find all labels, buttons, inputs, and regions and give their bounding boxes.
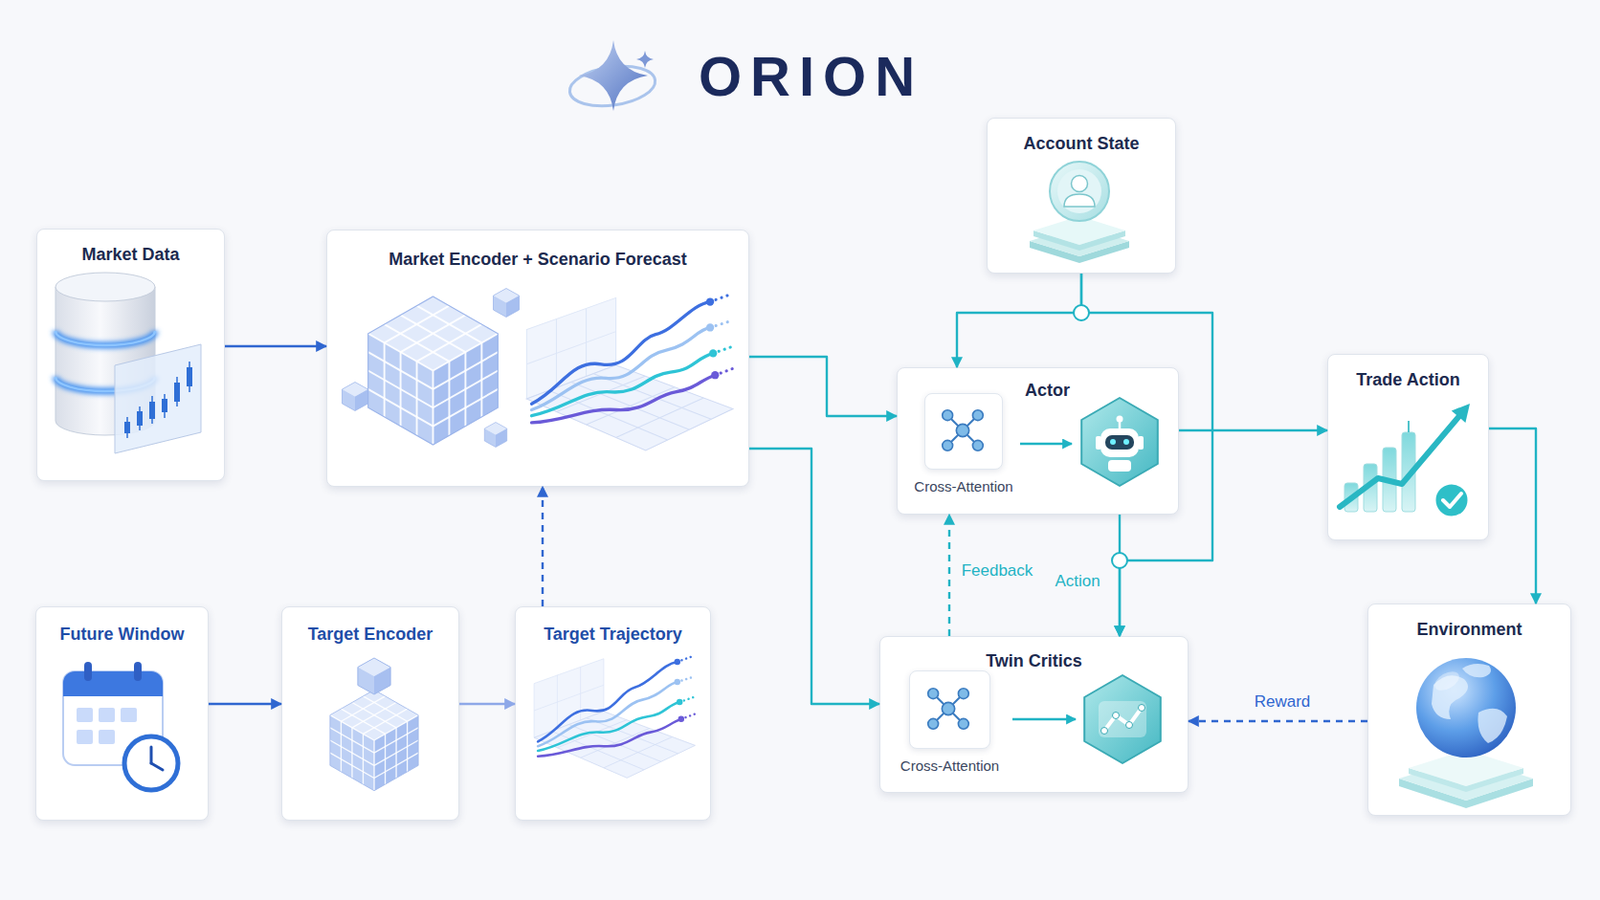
account-icon [1029, 161, 1130, 264]
junction-dot [1073, 305, 1089, 321]
value-hexagon [1084, 675, 1161, 764]
connector-arrow [1178, 429, 1328, 432]
node-heading: Account State [987, 133, 1176, 155]
connector-arrow [224, 345, 327, 348]
connector-arrow [1488, 428, 1536, 604]
trajectory-box: Target Trajectory [514, 606, 712, 822]
critic-box: Twin CriticsCross-Attention [879, 636, 1189, 794]
node-heading: Trade Action [1328, 370, 1489, 391]
connector-arrow [1081, 273, 1213, 637]
junction-dot [1111, 553, 1128, 569]
connector-arrow [459, 703, 515, 706]
node-heading: Twin Critics [880, 651, 1188, 672]
edge-label: Action [1054, 572, 1100, 592]
connector-arrow [956, 273, 1082, 368]
internal-arrow [1012, 718, 1076, 722]
node-heading: Market Encoder + Scenario Forecast [327, 249, 749, 270]
node-heading: Environment [1368, 620, 1571, 641]
node-heading: Market Data [37, 244, 224, 266]
cross-attention-icon [928, 688, 970, 731]
globe-icon [1399, 658, 1534, 809]
calendar-icon [63, 662, 178, 791]
node-heading: Target Encoder [282, 624, 459, 645]
data-source-box: Market Data [36, 228, 225, 482]
orion-logo [567, 40, 659, 112]
connector-arrow [749, 356, 897, 417]
trade-chart-icon [1339, 403, 1470, 518]
account-state-box: Account State [986, 117, 1177, 274]
diagram-title: ORION [698, 44, 924, 109]
connector-arrow [749, 448, 880, 705]
edge-label: Feedback [961, 561, 1034, 581]
cross-attention-icon [942, 410, 984, 452]
window-box: Future Window [35, 606, 209, 822]
connector-arrow [948, 514, 951, 637]
node-caption: Cross-Attention [900, 757, 1000, 775]
target-cube-icon [330, 658, 419, 792]
node-heading: Target Trajectory [515, 624, 711, 645]
encoder-box: Market Encoder + Scenario Forecast [326, 229, 750, 488]
node-heading: Future Window [36, 624, 208, 645]
actor-box: ActorCross-Attention [896, 367, 1179, 515]
encoder-box: Target Encoder [281, 606, 460, 822]
connector-arrow [1118, 514, 1121, 637]
trajectory-chart-icon [533, 656, 696, 779]
connector-group [208, 273, 1536, 722]
node-caption: Cross-Attention [913, 478, 1013, 495]
connector-arrow [208, 703, 282, 706]
cross-attention-box: Cross-Attention [909, 670, 991, 750]
encoder-cube-icon [342, 288, 520, 448]
environment-box: Environment [1367, 603, 1572, 817]
action-box: Trade Action [1327, 354, 1489, 541]
edge-label: Reward [1254, 692, 1312, 712]
connector-arrow [1188, 720, 1368, 723]
connector-arrow [541, 487, 544, 607]
cross-attention-box: Cross-Attention [924, 393, 1003, 470]
scenario-chart-icon [526, 293, 734, 451]
internal-arrow [1020, 443, 1072, 446]
database-icon [55, 272, 201, 454]
robot-hexagon [1081, 398, 1158, 487]
